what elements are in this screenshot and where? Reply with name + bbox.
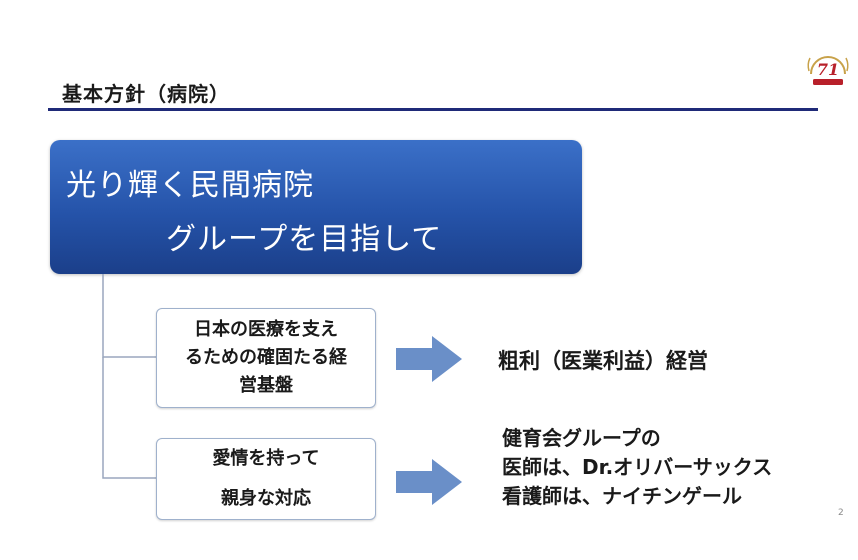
policy-box-line: るための確固たる経 <box>185 347 347 368</box>
result-line: 粗利（医業利益）経営 <box>498 349 708 373</box>
policy-box-care: 愛情を持って 親身な対応 <box>156 438 376 520</box>
slide-title: 基本方針（病院） <box>62 82 230 106</box>
policy-box-foundation: 日本の医療を支え るための確固たる経 営基盤 <box>156 308 376 408</box>
result-line: 看護師は、ナイチンゲール <box>502 484 742 508</box>
policy-box-line: 愛情を持って <box>212 448 320 469</box>
logo-number: 71 <box>817 60 839 79</box>
page-number: 2 <box>838 508 844 518</box>
main-goal-line1: 光り輝く民間病院 <box>66 168 314 203</box>
policy-result-staff: 健育会グループの 医師は、Dr.オリバーサックス 看護師は、ナイチンゲール <box>502 424 772 511</box>
policy-result-profit: 粗利（医業利益）経営 <box>498 345 708 375</box>
right-arrow-icon <box>396 459 462 505</box>
result-line: 健育会グループの <box>502 426 661 450</box>
main-goal-box <box>50 140 582 274</box>
main-goal-line2: グループを目指して <box>166 222 443 257</box>
right-arrow-icon <box>396 336 462 382</box>
result-line: 医師は、Dr.オリバーサックス <box>502 455 773 479</box>
anniversary-logo-icon: 71 <box>807 56 849 85</box>
policy-box-line: 営基盤 <box>239 375 293 396</box>
title-underline <box>48 108 818 111</box>
policy-box-line: 日本の医療を支え <box>194 319 338 340</box>
policy-box-line: 親身な対応 <box>221 488 311 509</box>
